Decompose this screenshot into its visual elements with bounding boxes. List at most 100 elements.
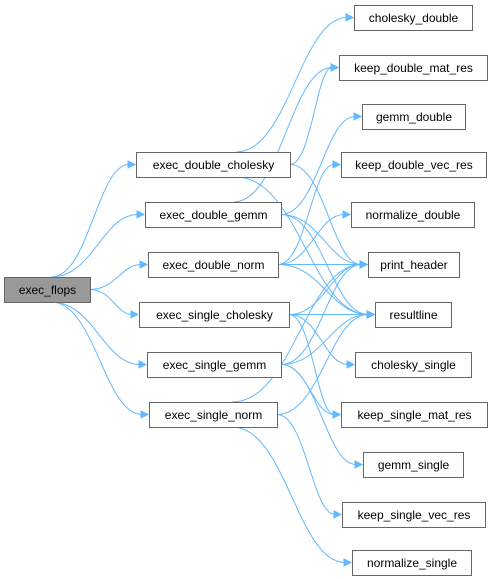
node-label: keep_single_vec_res	[358, 508, 471, 522]
edge-arrowhead	[353, 112, 363, 121]
node-box	[148, 252, 279, 278]
node-label: normalize_single	[367, 556, 457, 570]
edge-line	[51, 301, 143, 415]
node-label: exec_single_gemm	[163, 358, 266, 372]
node-exec-single-norm[interactable]: exec_single_norm	[149, 402, 278, 428]
node-keep-double-mat-res[interactable]: keep_double_mat_res	[339, 55, 488, 81]
node-label: keep_double_mat_res	[354, 61, 473, 75]
edge-line	[277, 264, 369, 315]
node-label: gemm_double	[376, 110, 452, 124]
edge-arrowhead	[332, 410, 342, 419]
node-label: keep_single_mat_res	[357, 408, 471, 422]
edge-line	[89, 264, 142, 290]
edge-exec_single_norm-to-resultline	[276, 310, 376, 415]
edge-line	[51, 214, 139, 278]
node-cholesky-single[interactable]: cholesky_single	[355, 352, 472, 378]
edge-line	[233, 67, 333, 203]
edge-arrowhead	[138, 360, 148, 369]
node-box	[339, 55, 488, 81]
node-box	[352, 550, 472, 576]
node-keep-single-mat-res[interactable]: keep_single_mat_res	[341, 402, 488, 428]
edge-exec_single_norm-to-normalize_single	[232, 426, 353, 567]
node-keep-double-vec-res[interactable]: keep_double_vec_res	[341, 152, 487, 178]
node-label: normalize_double	[366, 208, 461, 222]
node-box	[341, 152, 487, 178]
node-exec-double-gemm[interactable]: exec_double_gemm	[145, 202, 282, 228]
edge-line	[277, 214, 345, 265]
edge-arrowhead	[354, 460, 364, 469]
node-cholesky-double[interactable]: cholesky_double	[354, 5, 473, 31]
node-label: print_header	[380, 258, 447, 272]
edge-arrowhead	[359, 260, 369, 269]
node-exec-flops[interactable]: exec_flops	[4, 277, 91, 303]
edge-line	[236, 176, 369, 315]
edge-line	[51, 164, 130, 278]
edge-exec_double_norm-to-keep_double_vec_res	[277, 160, 342, 265]
edge-layer	[51, 13, 376, 567]
node-label: exec_double_cholesky	[153, 158, 274, 172]
edge-exec_flops-to-exec_single_norm	[51, 301, 150, 419]
node-label: exec_double_gemm	[159, 208, 267, 222]
edge-arrowhead	[136, 210, 146, 219]
node-exec-single-gemm[interactable]: exec_single_gemm	[147, 352, 282, 378]
node-box	[362, 104, 466, 130]
node-exec-single-cholesky[interactable]: exec_single_cholesky	[139, 302, 290, 328]
edge-arrowhead	[345, 13, 355, 22]
edge-line	[280, 214, 362, 265]
node-exec-double-norm[interactable]: exec_double_norm	[148, 252, 279, 278]
node-gemm-double[interactable]: gemm_double	[362, 104, 466, 130]
edge-exec_flops-to-exec_double_cholesky	[51, 160, 137, 278]
edge-arrowhead	[330, 63, 340, 72]
edge-arrowhead	[332, 160, 342, 169]
edge-arrowhead	[366, 310, 376, 319]
node-box	[139, 302, 290, 328]
edge-line	[51, 301, 141, 365]
edge-exec_double_cholesky-to-cholesky_double	[236, 13, 355, 153]
edge-exec_single_cholesky-to-cholesky_single	[288, 314, 356, 369]
edge-line	[288, 314, 335, 415]
node-print-header[interactable]: print_header	[368, 252, 460, 278]
node-normalize-single[interactable]: normalize_single	[352, 550, 472, 576]
edge-line	[289, 67, 333, 165]
edge-exec_single_norm-to-print_header	[232, 260, 369, 403]
edge-arrowhead	[139, 260, 149, 269]
node-box	[147, 352, 282, 378]
edge-exec_double_norm-to-normalize_double	[277, 210, 352, 265]
edge-exec_flops-to-exec_double_gemm	[51, 210, 146, 278]
node-box	[145, 202, 282, 228]
edge-exec_double_cholesky-to-resultline	[236, 176, 376, 319]
node-normalize-double[interactable]: normalize_double	[351, 202, 475, 228]
node-box	[355, 352, 472, 378]
edge-line	[280, 364, 357, 465]
edge-arrowhead	[140, 410, 150, 419]
node-label: exec_single_cholesky	[156, 308, 273, 322]
edge-line	[280, 264, 362, 365]
edge-line	[89, 289, 133, 315]
node-resultline[interactable]: resultline	[375, 302, 452, 328]
node-gemm-single[interactable]: gemm_single	[363, 452, 464, 478]
node-label: exec_double_norm	[162, 258, 264, 272]
node-label: exec_single_norm	[165, 408, 262, 422]
node-box	[4, 277, 91, 303]
edge-exec_single_norm-to-keep_single_vec_res	[276, 414, 343, 519]
node-box	[149, 402, 278, 428]
node-label: resultline	[389, 308, 437, 322]
edge-exec_double_gemm-to-keep_double_mat_res	[233, 63, 340, 203]
node-label: keep_double_vec_res	[355, 158, 472, 172]
edge-exec_single_cholesky-to-print_header	[288, 260, 369, 315]
node-box	[375, 302, 452, 328]
node-label: exec_flops	[19, 283, 76, 297]
node-box	[363, 452, 464, 478]
node-box	[354, 5, 473, 31]
node-box	[342, 502, 486, 528]
edge-arrowhead	[342, 210, 352, 219]
node-keep-single-vec-res[interactable]: keep_single_vec_res	[342, 502, 486, 528]
node-exec-double-cholesky[interactable]: exec_double_cholesky	[136, 152, 291, 178]
edge-line	[232, 264, 362, 403]
edge-exec_double_gemm-to-gemm_double	[280, 112, 363, 215]
node-box	[368, 252, 460, 278]
edge-arrowhead	[130, 310, 140, 319]
edge-line	[280, 116, 356, 215]
edge-exec_double_cholesky-to-keep_double_mat_res	[289, 63, 340, 165]
